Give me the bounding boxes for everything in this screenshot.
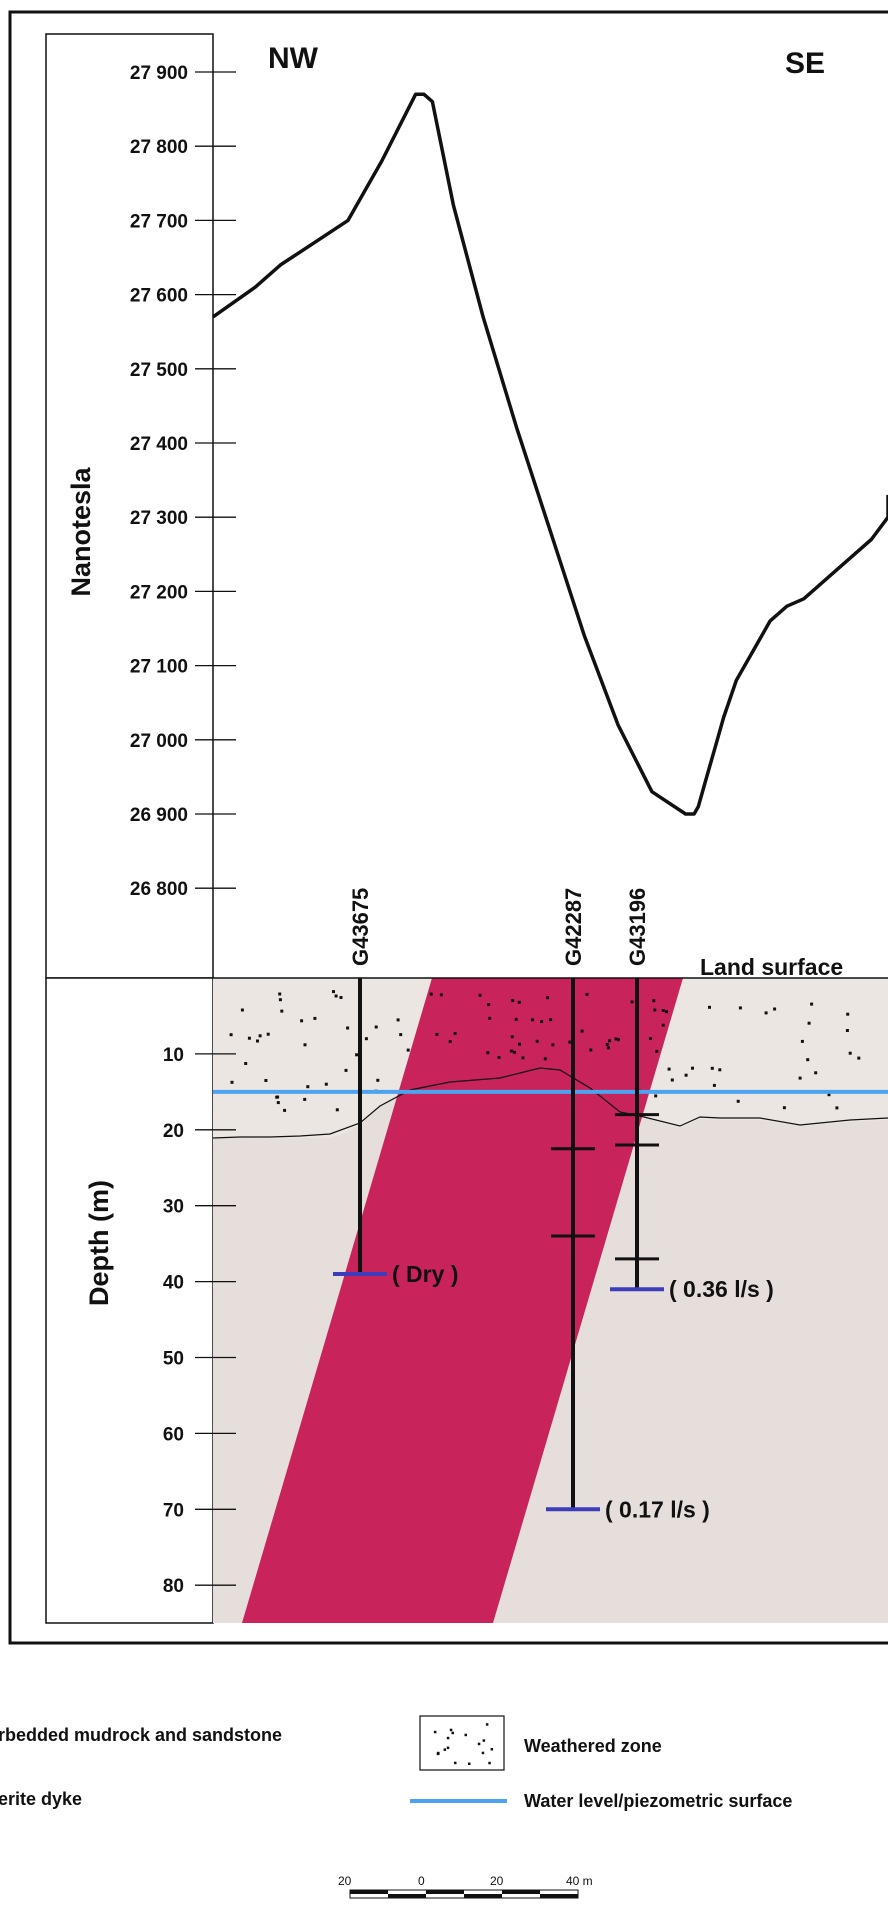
scale-label-20-right: 20 <box>490 1874 504 1888</box>
magnetic-axis-title: Nanotesla <box>66 466 96 596</box>
land-surface-label: Land surface <box>700 954 843 980</box>
magnetic-tick-label: 27 200 <box>130 582 188 603</box>
depth-tick-label: 20 <box>163 1121 184 1142</box>
magnetic-tick-label: 27 800 <box>130 137 188 158</box>
depth-tick-label: 30 <box>163 1197 184 1218</box>
borehole-id-label: G43196 <box>625 888 650 966</box>
magnetic-tick-label: 27 500 <box>130 360 188 381</box>
magnetic-tick-label: 27 100 <box>130 657 188 678</box>
magnetic-tick-label: 26 900 <box>130 805 188 826</box>
legend: rbedded mudrock and sandstone Weathered … <box>0 1715 792 1811</box>
depth-tick-label: 50 <box>163 1349 184 1370</box>
magnetic-tick-label: 27 300 <box>130 508 188 529</box>
borehole-yield-label: ( 0.36 l/s ) <box>669 1276 774 1302</box>
depth-axis-ticks: 10 20 30 40 50 60 70 80 <box>163 1045 236 1597</box>
magnetic-tick-label: 27 700 <box>130 211 188 232</box>
depth-tick-label: 60 <box>163 1424 184 1445</box>
scale-label-40m: 40 m <box>566 1874 593 1888</box>
magnetic-tick-label: 27 000 <box>130 731 188 752</box>
depth-axis-panel <box>45 977 214 1624</box>
legend-label-water-level: Water level/piezometric surface <box>524 1791 792 1811</box>
magnetic-tick-label: 27 400 <box>130 434 188 455</box>
depth-tick-label: 70 <box>163 1500 184 1521</box>
magnetic-axis-ticks: 27 900 27 800 27 700 27 600 27 500 27 400 27 3… <box>130 63 236 900</box>
direction-se-label: SE <box>785 47 825 80</box>
scale-label-20-left: 20 <box>338 1874 352 1888</box>
legend-swatch-weathered <box>419 1715 505 1771</box>
geological-section <box>212 977 888 1623</box>
borehole-yield-label: ( Dry ) <box>392 1261 458 1287</box>
magnetic-tick-label: 26 800 <box>130 879 188 900</box>
magnetic-axis-panel <box>45 33 214 979</box>
legend-label-weathered: Weathered zone <box>524 1736 662 1756</box>
magnetic-tick-label: 27 600 <box>130 286 188 307</box>
weathering-front-line <box>212 1067 888 1139</box>
legend-label-mudrock: rbedded mudrock and sandstone <box>0 1725 282 1745</box>
depth-axis-title: Depth (m) <box>84 1180 114 1306</box>
legend-label-dyke: erite dyke <box>0 1789 82 1809</box>
direction-nw-label: NW <box>268 42 319 75</box>
borehole-id-label: G42287 <box>561 888 586 966</box>
depth-tick-label: 80 <box>163 1576 184 1597</box>
depth-tick-label: 10 <box>163 1045 184 1066</box>
scale-bar: 20 0 20 40 m <box>338 1874 593 1899</box>
borehole-id-label: G43675 <box>348 888 373 966</box>
magnetic-anomaly-curve <box>211 92 888 816</box>
borehole-yield-label: ( 0.17 l/s ) <box>605 1496 710 1522</box>
boreholes: G43675 ( Dry ) G42287 ( 0.17 l/s ) G43196 ( 0… <box>333 888 774 1522</box>
depth-tick-label: 40 <box>163 1273 184 1294</box>
scale-label-0: 0 <box>418 1874 425 1888</box>
magnetic-tick-label: 27 900 <box>130 63 188 84</box>
weathered-zone-dots <box>229 990 861 1112</box>
